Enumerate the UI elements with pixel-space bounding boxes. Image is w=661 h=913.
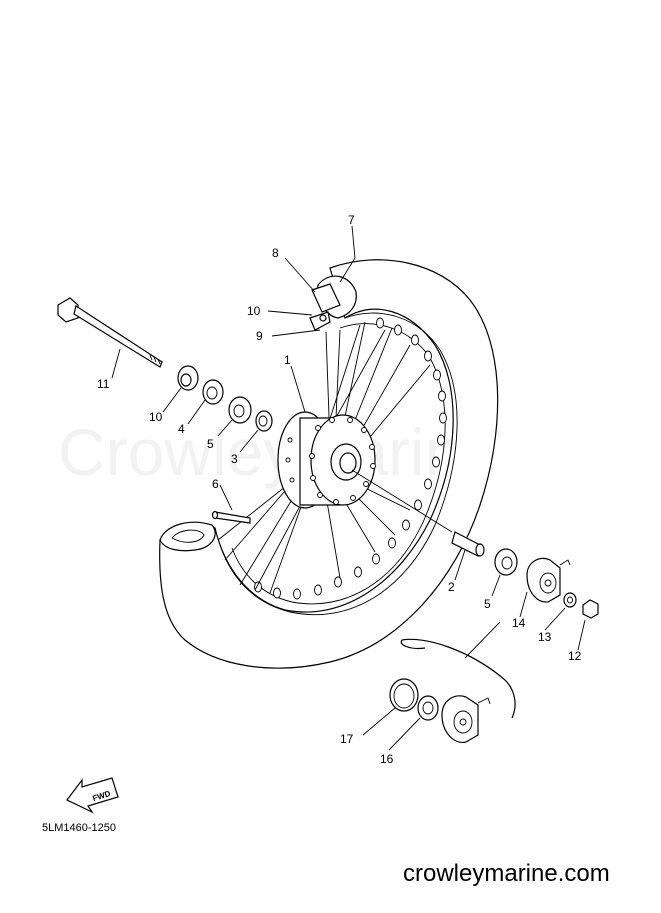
inset-bracket — [401, 638, 516, 719]
callout-6: 6 — [212, 477, 219, 491]
callout-17: 17 — [340, 732, 354, 746]
leader-lines — [111, 225, 586, 751]
callout-11: 10 — [149, 410, 163, 424]
callouts: 7 8 10 9 1 11 10 4 5 3 6 2 5 14 13 12 17… — [97, 213, 582, 766]
tire-cut-end — [159, 521, 216, 552]
diagram-code: 5LM1460-1250 — [42, 822, 116, 834]
seal-4 — [202, 379, 224, 405]
circlip-3 — [255, 410, 273, 432]
nut-13 — [582, 599, 599, 619]
circlip-3-bore — [258, 415, 268, 427]
fwd-arrow: FWD — [66, 777, 119, 814]
callout-10: 10 — [247, 304, 261, 318]
bearing-5-right — [494, 548, 518, 576]
valve-stem — [211, 510, 251, 524]
axle — [57, 297, 163, 368]
site-url: crowleymarine.com — [403, 860, 610, 887]
fwd-arrow-shape — [66, 777, 119, 814]
callout-15: 14 — [512, 616, 526, 630]
spacer-2 — [451, 531, 481, 557]
callout-13: 12 — [568, 649, 582, 663]
gear-16-inner — [422, 701, 434, 715]
rim-outer-edge — [219, 312, 458, 616]
gear-unit-15-face — [539, 572, 557, 594]
rim-holes — [254, 317, 447, 600]
callout-7: 7 — [348, 213, 355, 227]
left-side-parts — [177, 365, 273, 432]
callout-8: 8 — [272, 246, 279, 260]
washer-14-bore — [567, 596, 573, 604]
sensor-body — [311, 283, 341, 313]
collar-11-bore — [180, 373, 192, 387]
callout-3: 3 — [231, 452, 238, 466]
inset-bracket-cap — [400, 639, 426, 650]
hub-assembly — [277, 411, 376, 509]
callout-5-left: 5 — [207, 437, 214, 451]
washer-14 — [563, 592, 577, 608]
sensor-clip — [309, 283, 341, 331]
bearing-5-left — [228, 396, 252, 424]
axle-thread — [149, 354, 161, 365]
valve-tip — [211, 510, 219, 520]
sensor-screw — [319, 314, 327, 322]
inset-gear-unit-drive — [477, 697, 491, 705]
callout-14: 13 — [538, 630, 552, 644]
callout-12: 11 — [97, 377, 110, 391]
inset-gear-unit-center — [459, 718, 467, 726]
hub-spoke-holes — [285, 417, 376, 505]
callout-1: 1 — [284, 353, 291, 367]
callout-9: 9 — [256, 329, 263, 343]
inset-gear-unit — [441, 695, 479, 743]
detail-inset — [389, 638, 516, 743]
spacer-2-end — [475, 543, 485, 557]
bearing-5-right-bore — [501, 556, 513, 570]
callout-2: 2 — [448, 580, 455, 594]
seal-4-bore — [206, 386, 218, 400]
axle-shaft — [73, 305, 163, 368]
ring-17-inner — [393, 683, 415, 709]
callout-4: 4 — [178, 422, 185, 436]
gear-16 — [417, 695, 439, 721]
right-side-parts — [451, 531, 599, 619]
valve-body — [214, 511, 251, 524]
inset-gear-unit-face — [453, 710, 473, 734]
tire-cut-inner — [171, 529, 205, 543]
gear-unit-15-drive — [559, 559, 571, 566]
callout-16: 16 — [380, 752, 394, 766]
bearing-5-left-bore — [233, 404, 245, 418]
gear-unit-15-center — [544, 579, 552, 587]
tire-outline — [159, 259, 499, 669]
hub-bearing-bore — [339, 452, 357, 474]
axle-head — [57, 297, 79, 323]
callout-5-right: 5 — [484, 597, 491, 611]
sensor-bracket — [309, 311, 331, 331]
gear-unit-15 — [526, 557, 561, 603]
